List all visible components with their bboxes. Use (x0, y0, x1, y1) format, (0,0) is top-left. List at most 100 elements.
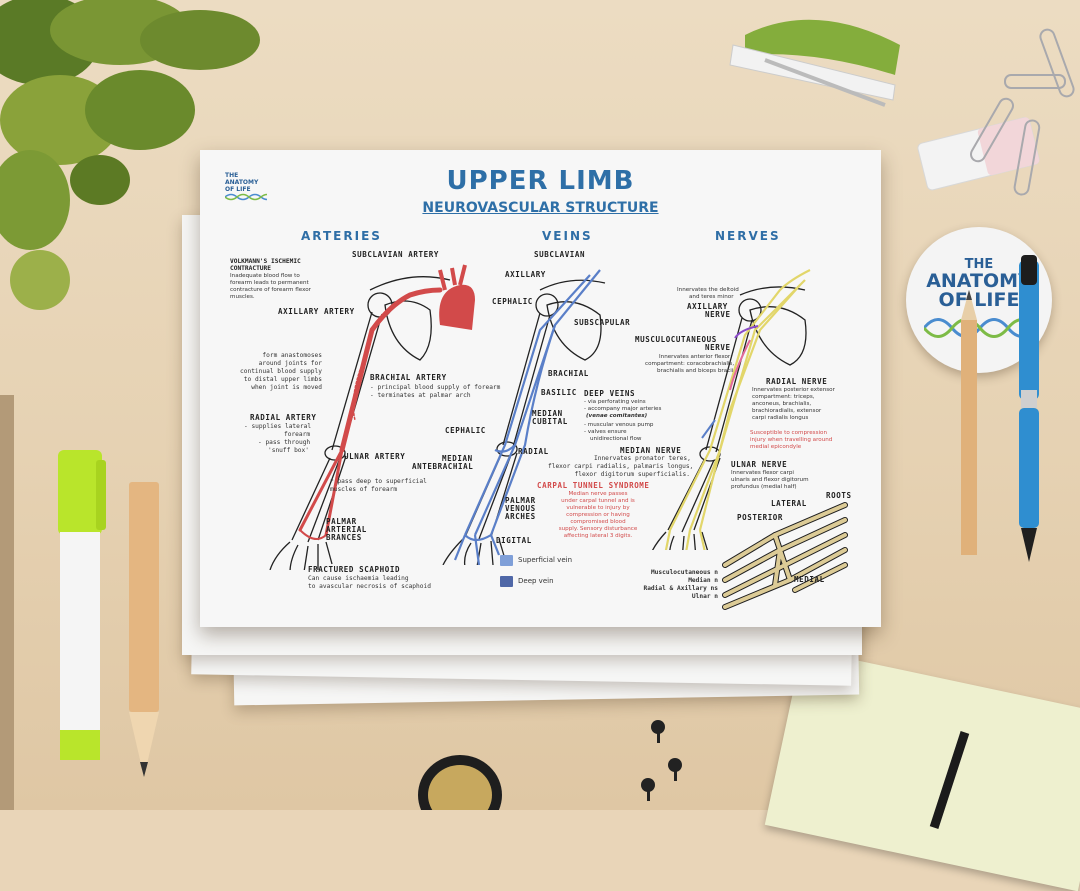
axillary-note-1: Innervates the deltoid (677, 287, 739, 293)
carpal-text-6: supply. Sensory disturbance (558, 526, 638, 532)
carpal-text-3: vulnerable to injury by (566, 505, 630, 511)
column-heading-veins: VEINS (542, 229, 593, 243)
carpal-text-5: compromised blood (570, 519, 626, 525)
label-subclavian-artery: SUBCLAVIAN ARTERY (352, 250, 439, 259)
anatomy-poster: THE ANATOMY OF LIFE UPPER LIMB NEUROVASC… (200, 150, 881, 627)
label-axillary-nerve-1: AXILLARY (687, 302, 728, 311)
arteries-illustration (269, 264, 475, 570)
legend-deep-swatch (500, 576, 513, 587)
carpal-text-4: compression or having (566, 512, 630, 518)
label-ulnar-artery: ULNAR ARTERY (344, 452, 406, 461)
radial-note-2: forearm (284, 431, 311, 438)
label-digital-vein: DIGITAL (496, 536, 532, 545)
label-cephalic-vein-forearm: CEPHALIC (445, 426, 486, 435)
volkmann-text-4: muscles. (230, 294, 255, 300)
label-axillary-nerve-2: NERVE (705, 310, 731, 319)
poster-logo: THE ANATOMY OF LIFE (225, 172, 267, 204)
veins-illustration (442, 269, 606, 565)
radial-nerve-note-5: carpi radialis longus (752, 415, 809, 421)
poster-dna-icon (225, 193, 267, 201)
nerves-illustration (651, 269, 811, 550)
deep-veins-note-6: unidirectional flow (590, 436, 642, 442)
ulnar-nerve-note-1: Innervates flexor carpi (731, 470, 794, 476)
plexus-posterior: POSTERIOR (737, 513, 784, 522)
plexus-terminal-4: Ulnar n (691, 593, 718, 600)
deep-veins-note-2: - accompany major arteries (584, 406, 662, 412)
anastomoses-4: to distal upper limbs (243, 376, 322, 383)
ulnar-note-1: * pass deep to superficial (330, 478, 427, 485)
wood-pencil-decoration (129, 482, 159, 777)
label-palmar-2: ARTERIAL (326, 525, 367, 534)
scaphoid-text-1: Can cause ischaemia leading (308, 575, 409, 582)
ulnar-nerve-note-3: profundus (medial half) (731, 484, 797, 490)
label-median-nerve: MEDIAN NERVE (620, 446, 682, 455)
musculo-note-2: compartment: coracobrachialis, (645, 361, 735, 367)
musculo-note-1: Innervates anterior flexor (659, 354, 731, 360)
radial-note-1: - supplies lateral (244, 423, 312, 430)
pencil-decoration (961, 290, 977, 555)
paperclips-decoration (970, 28, 1075, 196)
label-palmar-venous-2: VENOUS (505, 504, 536, 513)
column-heading-arteries: ARTERIES (301, 229, 382, 243)
label-musculocutaneous-2: NERVE (705, 343, 731, 352)
radial-note-3: - pass through (258, 439, 311, 446)
jar-decoration (418, 755, 502, 810)
poster-title: UPPER LIMB (446, 166, 635, 196)
deep-veins-title: DEEP VEINS (584, 389, 636, 398)
deep-veins-note-1: - via perforating veins (584, 399, 646, 405)
ulnar-warning-2: injury when travelling around (750, 437, 833, 443)
logo-sticker: THE ANATOMY OF LIFE (906, 227, 1052, 373)
radial-note-4: 'snuff box' (268, 447, 309, 454)
musculo-note-3: brachialis and biceps bracii (657, 368, 734, 374)
median-nerve-note-1: Innervates pronator teres, (594, 455, 691, 462)
sticker-line1: THE (964, 257, 994, 272)
ulnar-warning-1: Susceptible to compression (750, 430, 828, 436)
carpal-tunnel-title: CARPAL TUNNEL SYNDROME (537, 481, 650, 490)
legend-superficial-swatch (500, 555, 513, 566)
radial-nerve-note-1: Innervates posterior extensor (752, 387, 835, 393)
plexus-terminal-1: Musculocutaneous n (650, 569, 718, 576)
volkmann-text-1: Inadequate blood flow to (230, 273, 300, 279)
label-brachial-artery: BRACHIAL ARTERY (370, 373, 447, 382)
column-heading-nerves: NERVES (715, 229, 781, 243)
deep-veins-note-4: - muscular venous pump (584, 422, 654, 428)
label-median-antebrachial-1: MEDIAN (442, 454, 473, 463)
plant-decoration (0, 0, 260, 310)
carpal-text-1: Median nerve passes (568, 491, 628, 497)
volkmann-text-2: forearm leads to permanent (230, 280, 309, 286)
ulnar-nerve-note-2: ulnaris and flexor digitorum (731, 477, 809, 483)
label-scaphoid: FRACTURED SCAPHOID (308, 565, 401, 574)
plexus-terminal-2: Median n (688, 577, 718, 584)
label-axillary-artery: AXILLARY ARTERY (278, 307, 355, 316)
label-palmar-venous-3: ARCHES (505, 512, 536, 521)
label-palmar-1: PALMAR (326, 517, 357, 526)
label-axillary-vein: AXILLARY (505, 270, 546, 279)
label-ulnar-nerve: ULNAR NERVE (731, 460, 788, 469)
legend-deep-label: Deep vein (518, 577, 554, 585)
stapler-decoration (729, 19, 900, 107)
brachial-note-1: - principal blood supply of forearm (370, 384, 501, 391)
volkmann-text-3: contracture of forearm flexor (230, 287, 311, 293)
legend-superficial-label: Superficial vein (518, 556, 573, 564)
label-basilic-vein: BASILIC (541, 388, 577, 397)
brachial-note-2: - terminates at palmar arch (370, 392, 471, 399)
label-palmar-3: BRANCES (326, 533, 362, 542)
label-radial-nerve: RADIAL NERVE (766, 377, 828, 386)
label-cephalic-vein: CEPHALIC (492, 297, 533, 306)
median-nerve-note-2: flexor carpi radialis, palmaris longus, (548, 463, 694, 470)
poster-subtitle: NEUROVASCULAR STRUCTURE (422, 200, 659, 216)
pen-decoration (1019, 255, 1039, 562)
label-palmar-venous-1: PALMAR (505, 496, 536, 505)
label-subscapular-vein: SUBSCAPULAR (574, 318, 631, 327)
scaphoid-text-2: to avascular necrosis of scaphoid (308, 583, 431, 590)
label-subclavian-vein: SUBCLAVIAN (534, 250, 586, 259)
median-nerve-note-3: flexor digitorum superficialis. (574, 471, 690, 478)
plexus-lateral: LATERAL (771, 499, 807, 508)
ulnar-warning-3: medial epicondyle (750, 444, 802, 450)
anastomoses-3: continual blood supply (240, 368, 322, 375)
anastomoses-2: around joints for (258, 360, 322, 367)
radial-nerve-note-4: brachioradialis, extensor (752, 408, 822, 414)
radial-nerve-note-3: anconeus, brachialis, (752, 401, 812, 407)
plexus-medial: MEDIAL (794, 575, 825, 584)
sticker-line3: OF LIFE (938, 289, 1020, 311)
